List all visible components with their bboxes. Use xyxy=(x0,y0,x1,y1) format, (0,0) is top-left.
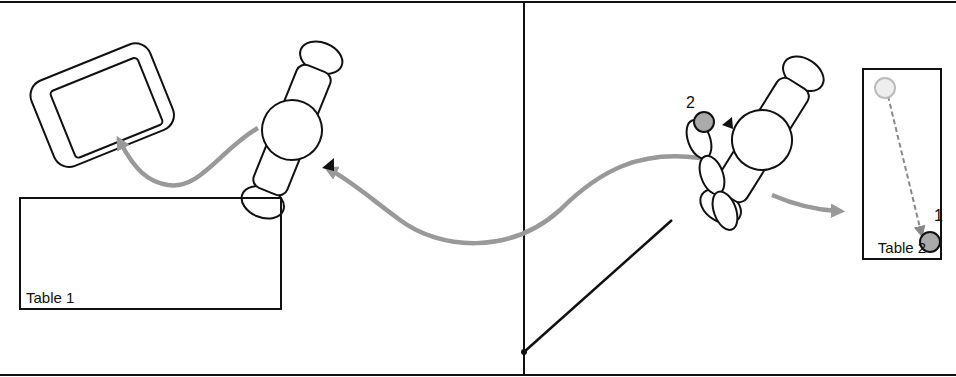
door-hinge xyxy=(521,349,527,355)
object xyxy=(694,112,714,132)
table-label: Table 2 xyxy=(878,240,926,257)
object-motion xyxy=(888,96,921,232)
door-wall xyxy=(524,220,672,352)
robot-path xyxy=(330,156,700,243)
table-box: Table 1 xyxy=(19,197,282,310)
robot-path xyxy=(772,195,838,211)
object-ghost xyxy=(875,78,895,98)
table-box: Table 2 xyxy=(862,68,942,260)
table-label: Table 1 xyxy=(26,290,74,307)
tray xyxy=(26,39,179,172)
frame-line xyxy=(0,1,956,3)
room-divider xyxy=(523,2,525,375)
callout-number: 2 xyxy=(686,95,695,111)
robot-path xyxy=(120,128,258,185)
robot-arm xyxy=(682,117,742,234)
heading-mark xyxy=(322,158,334,171)
heading-mark xyxy=(722,117,733,129)
frame-line xyxy=(0,374,956,376)
callout-number: 1 xyxy=(934,208,943,224)
